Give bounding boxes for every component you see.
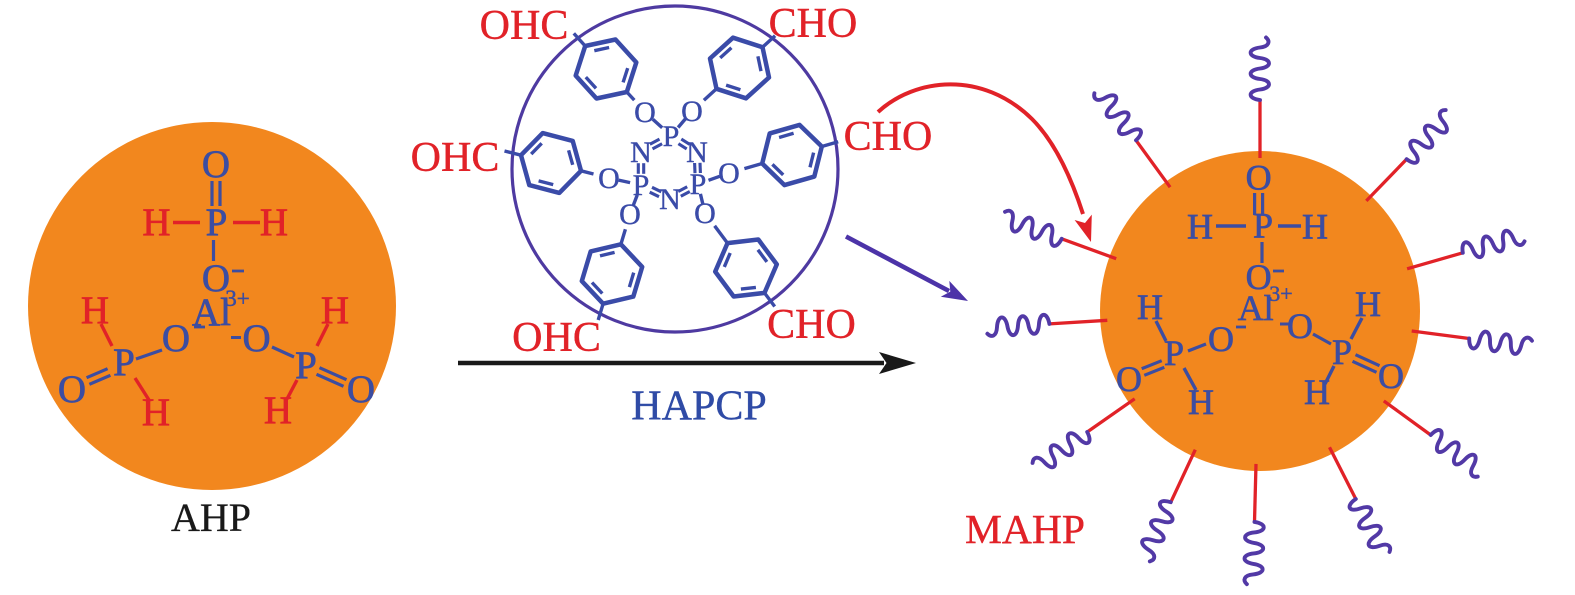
- svg-text:O: O: [162, 317, 190, 360]
- svg-text:N: N: [630, 136, 652, 169]
- svg-text:O: O: [1208, 319, 1234, 359]
- svg-text:H: H: [1188, 382, 1214, 422]
- svg-text:H: H: [1355, 284, 1381, 324]
- svg-text:H: H: [142, 201, 170, 244]
- svg-text:P: P: [1164, 333, 1184, 373]
- svg-text:CHO: CHO: [769, 1, 858, 47]
- svg-text:P: P: [295, 344, 317, 387]
- svg-text:OHC: OHC: [480, 3, 569, 49]
- svg-text:O: O: [347, 368, 375, 411]
- svg-text:O: O: [681, 95, 703, 128]
- svg-text:HAPCP: HAPCP: [631, 384, 766, 430]
- svg-text:O: O: [718, 157, 740, 190]
- svg-text:3+: 3+: [225, 286, 249, 311]
- svg-text:P: P: [1332, 332, 1352, 372]
- svg-text:CHO: CHO: [844, 114, 933, 160]
- svg-text:H: H: [1137, 287, 1163, 327]
- svg-text:H: H: [260, 201, 288, 244]
- svg-text:CHO: CHO: [767, 302, 856, 348]
- svg-text:O: O: [202, 143, 230, 186]
- svg-text:P: P: [663, 120, 680, 153]
- svg-text:O: O: [1246, 158, 1272, 198]
- svg-text:N: N: [686, 136, 708, 169]
- svg-text:P: P: [1253, 206, 1273, 246]
- svg-text:H: H: [81, 289, 109, 332]
- svg-text:O: O: [1116, 359, 1142, 399]
- svg-text:O: O: [619, 198, 641, 231]
- svg-text:H: H: [1302, 207, 1328, 247]
- svg-text:H: H: [1187, 207, 1213, 247]
- svg-text:P: P: [206, 201, 228, 244]
- svg-text:O: O: [1378, 356, 1404, 396]
- svg-text:OHC: OHC: [512, 315, 601, 361]
- svg-text:3+: 3+: [1269, 281, 1292, 306]
- svg-text:N: N: [659, 183, 681, 216]
- svg-text:O: O: [1287, 306, 1313, 346]
- svg-text:O: O: [243, 317, 271, 360]
- svg-text:O: O: [598, 162, 620, 195]
- svg-text:O: O: [694, 197, 716, 230]
- svg-text:O: O: [634, 96, 656, 129]
- svg-text:MAHP: MAHP: [965, 506, 1085, 552]
- svg-text:OHC: OHC: [411, 135, 500, 181]
- svg-text:P: P: [113, 341, 135, 384]
- svg-text:O: O: [58, 368, 86, 411]
- svg-text:H: H: [321, 289, 349, 332]
- svg-text:AHP: AHP: [171, 495, 251, 540]
